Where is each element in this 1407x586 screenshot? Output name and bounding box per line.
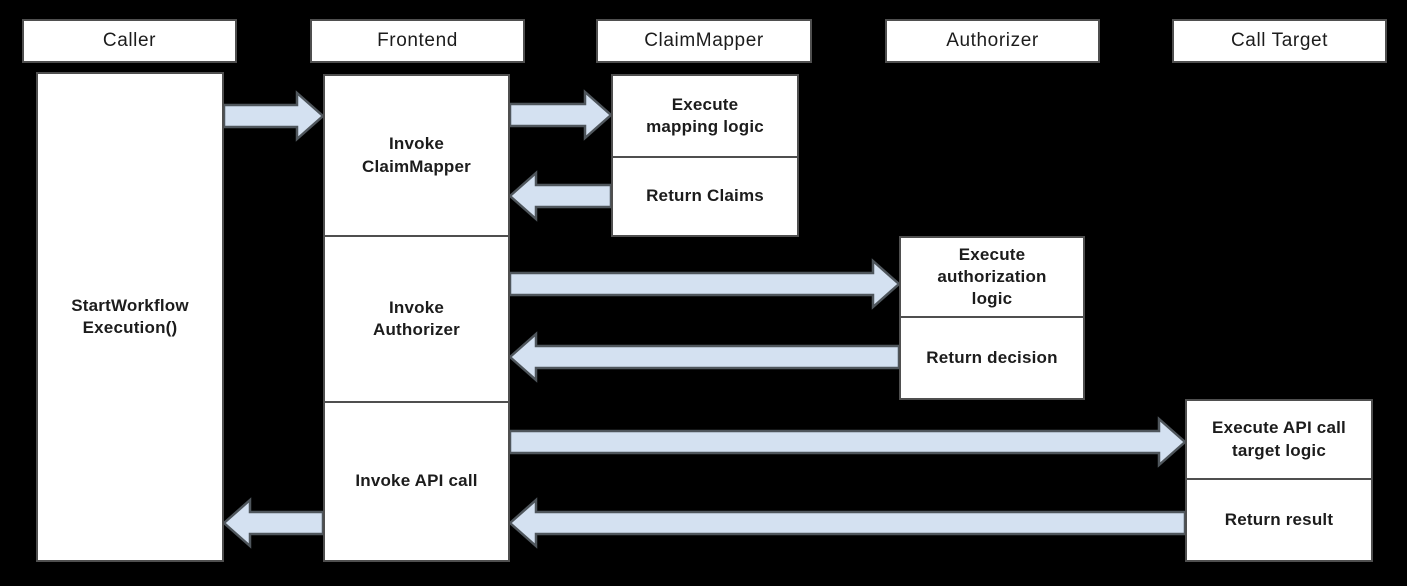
step-calltarget-return-result: Return result xyxy=(1185,478,1373,562)
step-claimmapper-return-claims: Return Claims xyxy=(611,156,799,237)
lifeline-title: Frontend xyxy=(377,30,458,51)
arrow-claimmapper-return-to-frontend xyxy=(508,170,613,222)
step-frontend-invoke-claimmapper: Invoke ClaimMapper xyxy=(323,74,510,237)
lifeline-title: Authorizer xyxy=(946,30,1039,51)
arrow-caller-to-frontend xyxy=(222,90,325,142)
arrow-frontend-to-authorizer xyxy=(508,258,901,310)
arrow-frontend-to-calltarget xyxy=(508,416,1187,468)
step-authorizer-execute-authorization-logic: Execute authorization logic xyxy=(899,236,1085,318)
lifeline-title: ClaimMapper xyxy=(644,30,764,51)
step-authorizer-return-decision: Return decision xyxy=(899,316,1085,400)
lifeline-title: Call Target xyxy=(1230,30,1329,51)
lifeline-header-calltarget: Call Target xyxy=(1172,19,1387,63)
step-caller-startworkflowexecution: StartWorkflow Execution() xyxy=(36,72,224,562)
step-calltarget-execute-api-call-target-logic: Execute API call target logic xyxy=(1185,399,1373,480)
lifeline-title: Caller xyxy=(102,30,157,51)
lifeline-header-authorizer: Authorizer xyxy=(885,19,1100,63)
lifeline-header-frontend: Frontend xyxy=(310,19,525,63)
step-claimmapper-execute-mapping-logic: Execute mapping logic xyxy=(611,74,799,158)
step-frontend-invoke-authorizer: Invoke Authorizer xyxy=(323,235,510,403)
lifeline-header-claimmapper: ClaimMapper xyxy=(596,19,812,63)
arrow-frontend-to-claimmapper xyxy=(508,89,613,141)
arrow-authorizer-return-to-frontend xyxy=(508,331,901,383)
lifeline-header-caller: Caller xyxy=(22,19,237,63)
arrow-frontend-return-to-caller xyxy=(222,497,325,549)
step-frontend-invoke-api-call: Invoke API call xyxy=(323,401,510,562)
arrow-calltarget-return-to-frontend xyxy=(508,497,1187,549)
